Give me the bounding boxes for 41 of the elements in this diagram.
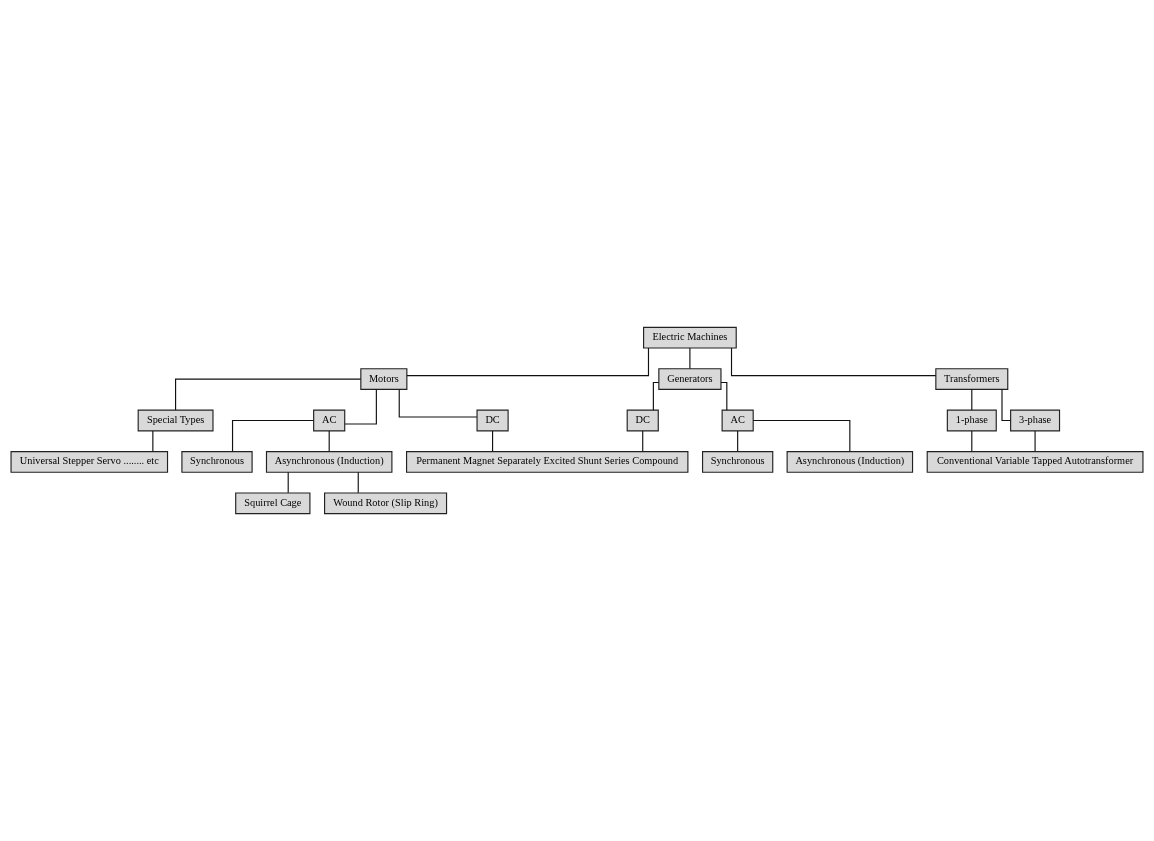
connector: [231, 419, 314, 453]
connector: [152, 430, 154, 452]
connector: [175, 378, 362, 411]
connector: [752, 419, 851, 453]
connector: [406, 347, 650, 377]
node-box: DC: [626, 409, 659, 432]
node-box: 1-phase: [946, 409, 997, 432]
connector: [652, 381, 660, 411]
node-box: Conventional Variable Tapped Autotransformer: [926, 451, 1144, 473]
node-box: Transformers: [935, 368, 1009, 390]
connector: [642, 430, 644, 452]
node-box: Squirrel Cage: [235, 492, 311, 515]
node-box: Asynchronous (Induction): [786, 451, 914, 473]
node-box: Synchronous: [702, 451, 774, 473]
connector: [287, 471, 289, 494]
node-box: Motors: [360, 368, 408, 390]
node-box: AC: [313, 409, 346, 432]
connector: [737, 430, 739, 452]
connector: [689, 347, 691, 370]
connector: [971, 430, 973, 452]
connector: [1001, 388, 1012, 422]
connector: [720, 381, 728, 411]
connector: [730, 347, 937, 377]
node-box: Generators: [658, 368, 722, 390]
connector: [1034, 430, 1036, 452]
node-box: Universal Stepper Servo ........ etc: [10, 451, 169, 473]
node-box: Synchronous: [181, 451, 253, 473]
node-box: Wound Rotor (Slip Ring): [324, 492, 448, 515]
connector: [492, 430, 494, 452]
connector: [398, 388, 478, 418]
node-box: 3-phase: [1010, 409, 1061, 432]
node-box: AC: [721, 409, 754, 432]
connector: [357, 471, 359, 494]
connector: [344, 388, 377, 425]
node-box: Asynchronous (Induction): [265, 451, 393, 473]
node-box: Permanent Magnet Separately Excited Shunt Series Compound: [406, 451, 689, 473]
node-box: Electric Machines: [643, 326, 737, 349]
connector: [971, 388, 973, 411]
node-box: DC: [476, 409, 509, 432]
connector: [328, 430, 330, 452]
node-box: Special Types: [137, 409, 214, 432]
